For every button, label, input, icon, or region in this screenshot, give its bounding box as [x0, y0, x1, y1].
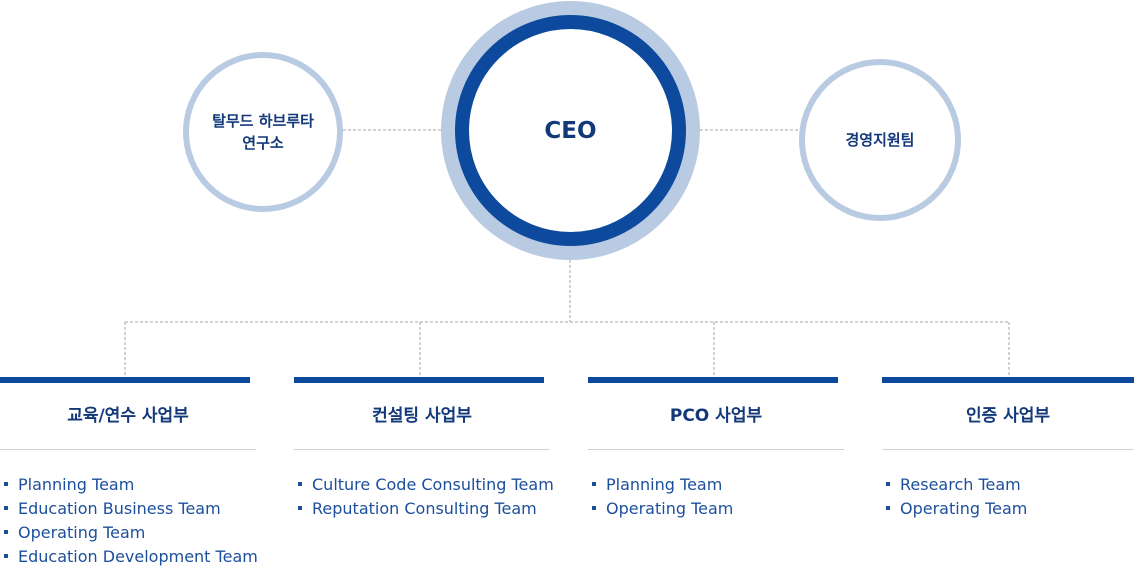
team-label: Education Development Team	[18, 547, 258, 566]
team-label: Operating Team	[900, 499, 1028, 518]
bullet-icon	[4, 553, 8, 558]
team-label: Education Business Team	[18, 499, 221, 518]
team-label: Operating Team	[18, 523, 146, 542]
bullet-icon	[4, 481, 8, 486]
division-bar	[882, 377, 1134, 383]
bullet-icon	[592, 505, 596, 510]
bullet-icon	[592, 481, 596, 486]
team-item: Education Development Team	[4, 545, 258, 569]
team-list: Culture Code Consulting Team Reputation …	[294, 450, 554, 521]
division-bar	[294, 377, 544, 383]
division-consulting: 컨설팅 사업부 Culture Code Consulting Team Rep…	[294, 377, 554, 521]
bullet-icon	[298, 505, 302, 510]
team-item: Operating Team	[886, 497, 1134, 521]
ceo-node: CEO	[455, 15, 686, 246]
management-support-node: 경영지원팀	[799, 59, 961, 221]
team-item: Education Business Team	[4, 497, 250, 521]
team-label: Reputation Consulting Team	[312, 499, 537, 518]
bullet-icon	[886, 481, 890, 486]
division-education: 교육/연수 사업부 Planning Team Education Busine…	[0, 377, 258, 569]
team-item: Reputation Consulting Team	[298, 497, 544, 521]
division-bar	[588, 377, 838, 383]
team-item: Culture Code Consulting Team	[298, 473, 554, 497]
team-item: Planning Team	[4, 473, 250, 497]
team-label: Planning Team	[606, 475, 723, 494]
division-title: 컨설팅 사업부	[294, 383, 550, 450]
division-title: PCO 사업부	[588, 383, 844, 450]
research-institute-node: 탈무드 하브루타 연구소	[183, 52, 343, 212]
bullet-icon	[886, 505, 890, 510]
bullet-icon	[4, 505, 8, 510]
research-institute-label-line1: 탈무드 하브루타	[212, 112, 314, 130]
team-item: Research Team	[886, 473, 1134, 497]
team-label: Research Team	[900, 475, 1021, 494]
ceo-label: CEO	[544, 117, 597, 144]
division-bar	[0, 377, 250, 383]
team-label: Culture Code Consulting Team	[312, 475, 554, 494]
team-list: Planning Team Education Business Team Op…	[0, 450, 258, 569]
team-list: Research Team Operating Team	[882, 450, 1134, 521]
division-certification: 인증 사업부 Research Team Operating Team	[882, 377, 1134, 521]
team-label: Planning Team	[18, 475, 135, 494]
team-item: Operating Team	[4, 521, 250, 545]
team-item: Operating Team	[592, 497, 838, 521]
research-institute-label-line2: 연구소	[242, 134, 284, 152]
team-list: Planning Team Operating Team	[588, 450, 838, 521]
division-pco: PCO 사업부 Planning Team Operating Team	[588, 377, 844, 521]
bullet-icon	[298, 481, 302, 486]
team-label: Operating Team	[606, 499, 734, 518]
team-item: Planning Team	[592, 473, 838, 497]
bullet-icon	[4, 529, 8, 534]
division-title: 교육/연수 사업부	[0, 383, 256, 450]
division-title: 인증 사업부	[882, 383, 1134, 450]
management-support-label: 경영지원팀	[845, 131, 915, 149]
